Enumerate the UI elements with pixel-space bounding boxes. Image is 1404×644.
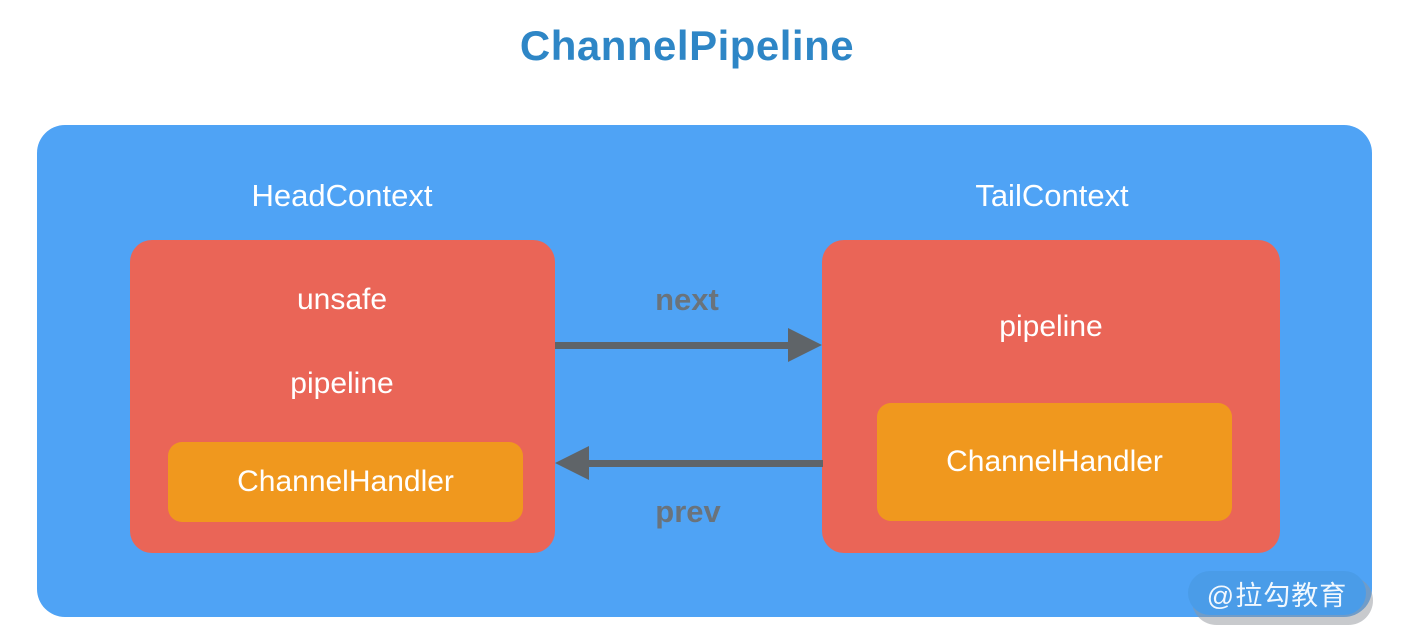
next-arrow-label: next — [655, 282, 719, 317]
next-arrow-line — [555, 342, 788, 349]
head-channel-handler-box: ChannelHandler — [168, 442, 523, 522]
watermark-text: @拉勾教育 — [1206, 580, 1348, 611]
tail-context-box: pipeline ChannelHandler — [822, 240, 1280, 553]
head-field-pipeline: pipeline — [290, 367, 394, 400]
prev-arrow-head-icon — [555, 446, 589, 480]
prev-arrow-label: prev — [655, 494, 721, 529]
head-channel-handler-label: ChannelHandler — [237, 465, 454, 498]
head-field-unsafe: unsafe — [296, 283, 388, 316]
page-title: ChannelPipeline — [519, 22, 855, 69]
head-context-box: unsafe pipeline ChannelHandler — [130, 240, 555, 553]
channel-pipeline-container: HeadContext TailContext unsafe pipeline … — [37, 125, 1372, 617]
tail-field-pipeline: pipeline — [999, 310, 1103, 343]
prev-arrow-line — [589, 460, 823, 467]
tail-context-label: TailContext — [975, 178, 1129, 213]
tail-channel-handler-box: ChannelHandler — [877, 403, 1232, 521]
watermark-badge: @拉勾教育 — [1188, 571, 1366, 615]
head-context-label: HeadContext — [251, 178, 433, 213]
tail-channel-handler-label: ChannelHandler — [946, 445, 1163, 478]
next-arrow-head-icon — [788, 328, 822, 362]
